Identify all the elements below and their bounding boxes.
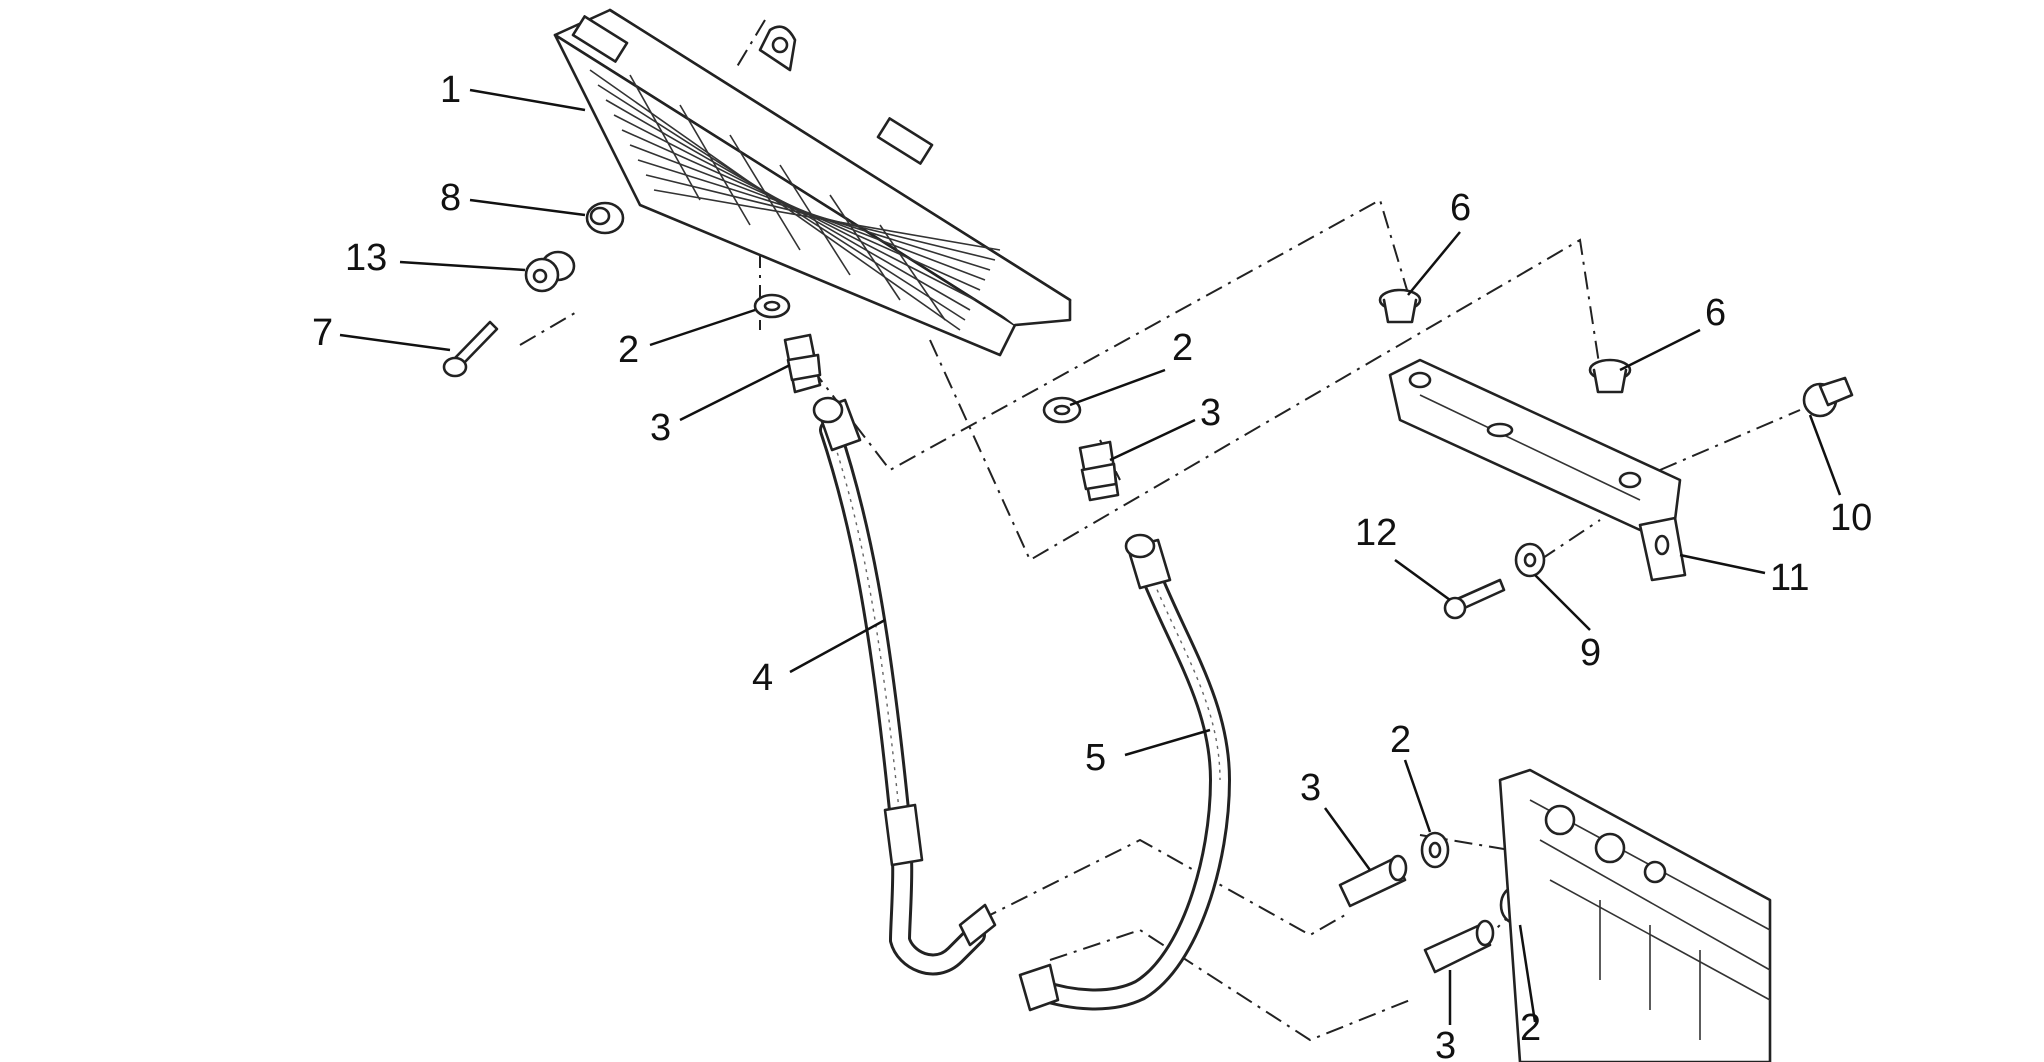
callout-2: 2 xyxy=(1390,719,1411,761)
oil-cooler-part-1 xyxy=(553,8,1072,357)
callout-2: 2 xyxy=(618,329,639,371)
washer-part-9 xyxy=(1514,542,1546,578)
callout-3: 3 xyxy=(1300,767,1321,809)
fitting-part-3c xyxy=(1338,854,1408,908)
bolt-part-10 xyxy=(1802,376,1854,418)
callout-2: 2 xyxy=(1172,327,1193,369)
grommet-part-8 xyxy=(585,201,625,235)
leader-lines xyxy=(339,88,1842,1025)
bushing-part-6a xyxy=(1378,288,1422,324)
callout-4: 4 xyxy=(752,657,773,699)
callout-labels: 1 8 13 7 2 3 4 2 3 5 6 6 10 12 9 11 3 2 … xyxy=(312,69,1872,1062)
fitting-part-3a xyxy=(783,333,822,394)
washer-part-2b xyxy=(1042,396,1082,424)
washer-part-2a xyxy=(753,293,791,319)
callout-2: 2 xyxy=(1520,1007,1541,1049)
hose-part-4 xyxy=(812,396,997,976)
callout-9: 9 xyxy=(1580,632,1601,674)
callout-5: 5 xyxy=(1085,737,1106,779)
fitting-part-3d xyxy=(1423,919,1495,974)
callout-6: 6 xyxy=(1450,187,1471,229)
cooler-fins xyxy=(589,69,1001,331)
washer-part-2c xyxy=(1420,831,1450,869)
callout-12: 12 xyxy=(1355,512,1397,554)
callout-3: 3 xyxy=(1435,1025,1456,1062)
callout-11: 11 xyxy=(1770,557,1809,599)
callout-6: 6 xyxy=(1705,292,1726,334)
bracket-part-11 xyxy=(1388,358,1687,582)
spacer-part-13 xyxy=(524,250,576,293)
callout-10: 10 xyxy=(1830,497,1872,539)
engine-crankcase xyxy=(1498,768,1772,1062)
screw-part-12 xyxy=(1443,578,1506,620)
callout-3: 3 xyxy=(1200,392,1221,434)
hose-part-5 xyxy=(1018,533,1232,1012)
screw-part-7 xyxy=(442,320,499,378)
callout-13: 13 xyxy=(345,237,387,279)
callout-8: 8 xyxy=(440,177,461,219)
callout-7: 7 xyxy=(312,312,333,354)
callout-3: 3 xyxy=(650,407,671,449)
fitting-part-3b xyxy=(1078,440,1120,502)
bushing-part-6b xyxy=(1588,358,1632,394)
callout-1: 1 xyxy=(440,69,461,111)
